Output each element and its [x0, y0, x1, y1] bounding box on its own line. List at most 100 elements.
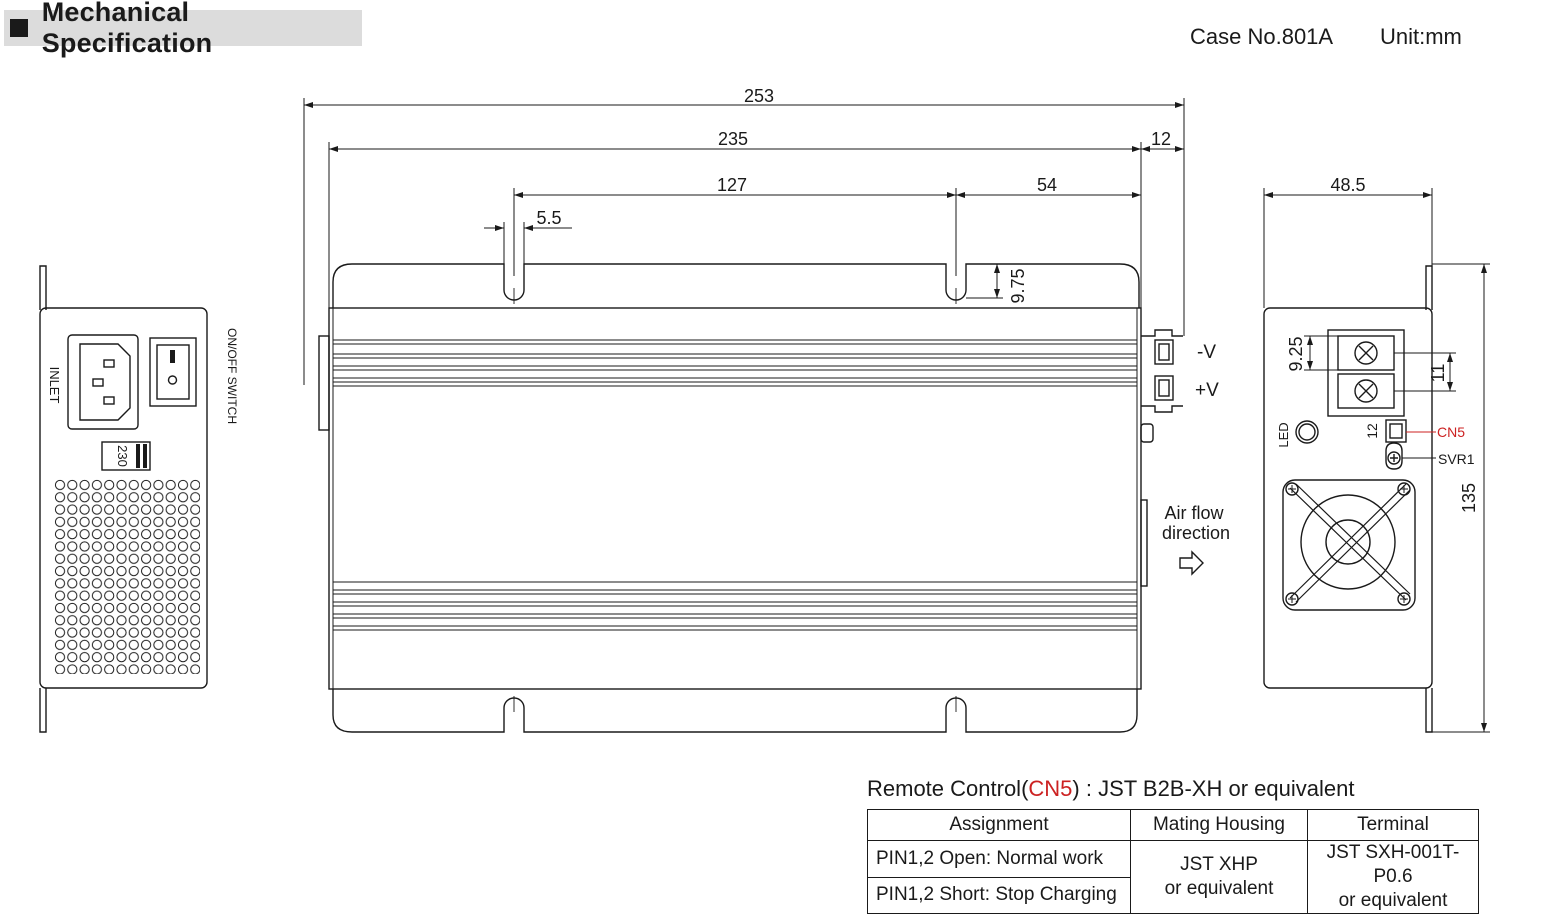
front-view	[318, 263, 1204, 733]
fan-screw-tr-icon	[1397, 482, 1411, 496]
airflow-arrow-icon	[1179, 550, 1204, 576]
cn5-connector-side	[1140, 423, 1154, 443]
table-row: PIN1,2 Open: Normal work JST XHP or equi…	[867, 840, 1479, 914]
unit-label: Unit:mm	[1380, 24, 1462, 49]
fan-screw-br-icon	[1397, 592, 1411, 606]
mating-housing-line1: JST XHP	[1180, 854, 1258, 875]
terminal-line2: or equivalent	[1338, 890, 1448, 911]
neg-terminal-label: -V	[1197, 342, 1216, 363]
fan-screw-bl-icon	[1285, 592, 1299, 606]
cn5-connector-inner	[1389, 423, 1403, 439]
terminal-screw-neg-icon	[1354, 341, 1378, 365]
side-dimension-lines	[1263, 188, 1490, 733]
airflow-label-line2: direction	[1162, 523, 1230, 543]
remote-control-table: Assignment Mating Housing Terminal PIN1,…	[867, 809, 1479, 914]
remote-control-suffix: ) : JST B2B-XH or equivalent	[1072, 776, 1355, 801]
cooling-fins-top	[333, 339, 1137, 387]
fan-screw-tl-icon	[1285, 482, 1299, 496]
dim-terminal-length: 12	[1151, 129, 1171, 149]
pos-terminal-bottom	[1141, 405, 1183, 413]
svr1-potentiometer-icon	[1387, 451, 1401, 465]
dim-terminal-span: 11	[1428, 364, 1448, 383]
section-title-bar: Mechanical Specification	[4, 0, 362, 58]
bottom-mounting-flange	[332, 689, 1138, 733]
voltage-selector-bar-2	[143, 444, 147, 468]
mating-housing-line2: or equivalent	[1164, 878, 1274, 899]
fan-outer-ring	[1300, 494, 1396, 590]
terminal-screw-pos-icon	[1354, 379, 1378, 403]
cn5-connector	[1385, 419, 1407, 443]
terminal-cell: JST SXH-001T-P0.6 or equivalent	[1307, 840, 1479, 914]
dim-body-length: 235	[718, 129, 748, 149]
fan-guard-cross	[1289, 483, 1411, 603]
inlet-pin-middle	[92, 378, 104, 387]
main-housing	[328, 307, 1142, 690]
pos-terminal-label: +V	[1195, 380, 1219, 401]
table-header-row: Assignment Mating Housing Terminal	[867, 809, 1479, 841]
voltage-selector	[101, 441, 151, 471]
dim-slot-width: 5.5	[536, 208, 561, 228]
inlet-label: INLET	[47, 367, 62, 404]
assignment-short: PIN1,2 Short: Stop Charging	[867, 876, 1131, 914]
led-icon-inner	[1298, 423, 1316, 441]
voltage-selector-bar-1	[136, 444, 140, 468]
ventilation-grille	[54, 479, 200, 674]
switch-label: ON/OFF SWITCH	[225, 328, 239, 424]
svr1-housing	[1385, 442, 1403, 470]
power-switch	[149, 337, 197, 407]
pos-terminal-screw	[1158, 379, 1170, 397]
airflow-label-line1: Air flow	[1164, 503, 1224, 523]
fan-guard-side	[1140, 499, 1148, 587]
front-dimension-lines	[303, 98, 1185, 385]
svr1-slot	[1390, 454, 1398, 462]
table-row: PIN1,2 Short: Stop Charging	[867, 876, 1479, 914]
fan-guard	[1282, 479, 1416, 611]
terminal-screw-pos-cross	[1358, 383, 1374, 399]
right-panel-outline	[1263, 307, 1433, 689]
inlet-socket	[67, 334, 139, 430]
case-number: Case No.801A	[1190, 24, 1334, 49]
remote-control-title: Remote Control(CN5) : JST B2B-XH or equi…	[867, 776, 1354, 802]
dim-height: 135	[1459, 483, 1479, 513]
dim-terminal-pitch: 9.25	[1286, 336, 1306, 371]
column-header-mating-housing: Mating Housing	[1130, 809, 1308, 841]
page-title: Mechanical Specification	[41, 0, 213, 58]
remote-control-connector: CN5	[1028, 776, 1073, 801]
fan-hub	[1325, 519, 1371, 565]
column-header-terminal: Terminal	[1307, 809, 1479, 841]
right-bottom-flange	[1425, 688, 1433, 733]
cooling-fins-bottom	[333, 581, 1137, 631]
left-top-flange	[39, 265, 47, 310]
inlet-socket-inner	[79, 343, 131, 421]
top-mounting-flange	[332, 263, 1140, 308]
dim-side-width: 48.5	[1330, 175, 1365, 195]
cn5-pin-label: 12	[1364, 423, 1380, 439]
terminal-line1: JST SXH-001T-P0.6	[1326, 842, 1460, 887]
switch-on-mark	[170, 350, 175, 363]
left-panel-outline	[39, 307, 208, 689]
dim-overall-length: 253	[744, 86, 774, 106]
terminal-screw-neg-cross	[1358, 345, 1374, 361]
svr1-label: SVR1	[1438, 451, 1475, 467]
neg-terminal-block	[1154, 339, 1174, 365]
neg-terminal-screw	[1158, 343, 1170, 361]
right-top-flange	[1425, 265, 1433, 310]
left-end-view	[39, 265, 208, 733]
title-bullet	[10, 19, 28, 37]
inlet-pin-bottom	[103, 396, 115, 405]
led-icon	[1295, 420, 1319, 444]
pos-terminal-block	[1154, 375, 1174, 401]
left-bottom-flange	[39, 688, 47, 733]
cn5-label: CN5	[1437, 424, 1465, 440]
led-label: LED	[1276, 422, 1291, 447]
mating-housing-cell: JST XHP or equivalent	[1130, 840, 1308, 914]
dim-mount-spacing: 127	[717, 175, 747, 195]
switch-protrusion	[318, 335, 330, 431]
column-header-assignment: Assignment	[867, 809, 1131, 841]
power-switch-rocker	[156, 344, 190, 400]
inlet-pin-top	[103, 359, 115, 368]
dim-slot-depth: 9.75	[1008, 268, 1028, 303]
remote-control-prefix: Remote Control(	[867, 776, 1029, 801]
output-terminal-block	[1327, 329, 1405, 417]
